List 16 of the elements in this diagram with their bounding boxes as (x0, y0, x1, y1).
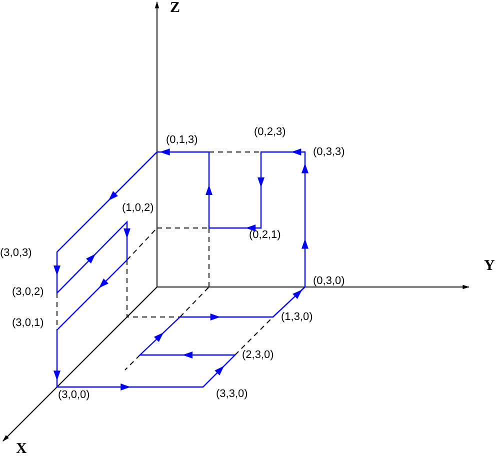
axis-label: Z (170, 1, 180, 16)
point-label: (0,2,3) (254, 127, 286, 138)
point-label: (0,1,3) (166, 135, 198, 146)
point-label: (0,3,3) (313, 147, 345, 158)
point-label: (0,3,0) (313, 276, 345, 287)
point-label: (3,3,0) (216, 389, 248, 400)
point-label: (3,0,1) (12, 318, 44, 329)
point-label: (1,0,2) (122, 203, 154, 214)
point-label: (2,3,0) (242, 350, 274, 361)
axis-label: Y (484, 259, 495, 274)
point-label: (1,3,0) (281, 312, 313, 323)
point-label: (0,2,1) (249, 230, 281, 241)
point-label: (3,0,2) (12, 287, 44, 298)
point-label: (3,0,3) (0, 248, 32, 259)
point-label: (3,0,0) (58, 390, 90, 401)
axis-label: X (16, 442, 27, 457)
